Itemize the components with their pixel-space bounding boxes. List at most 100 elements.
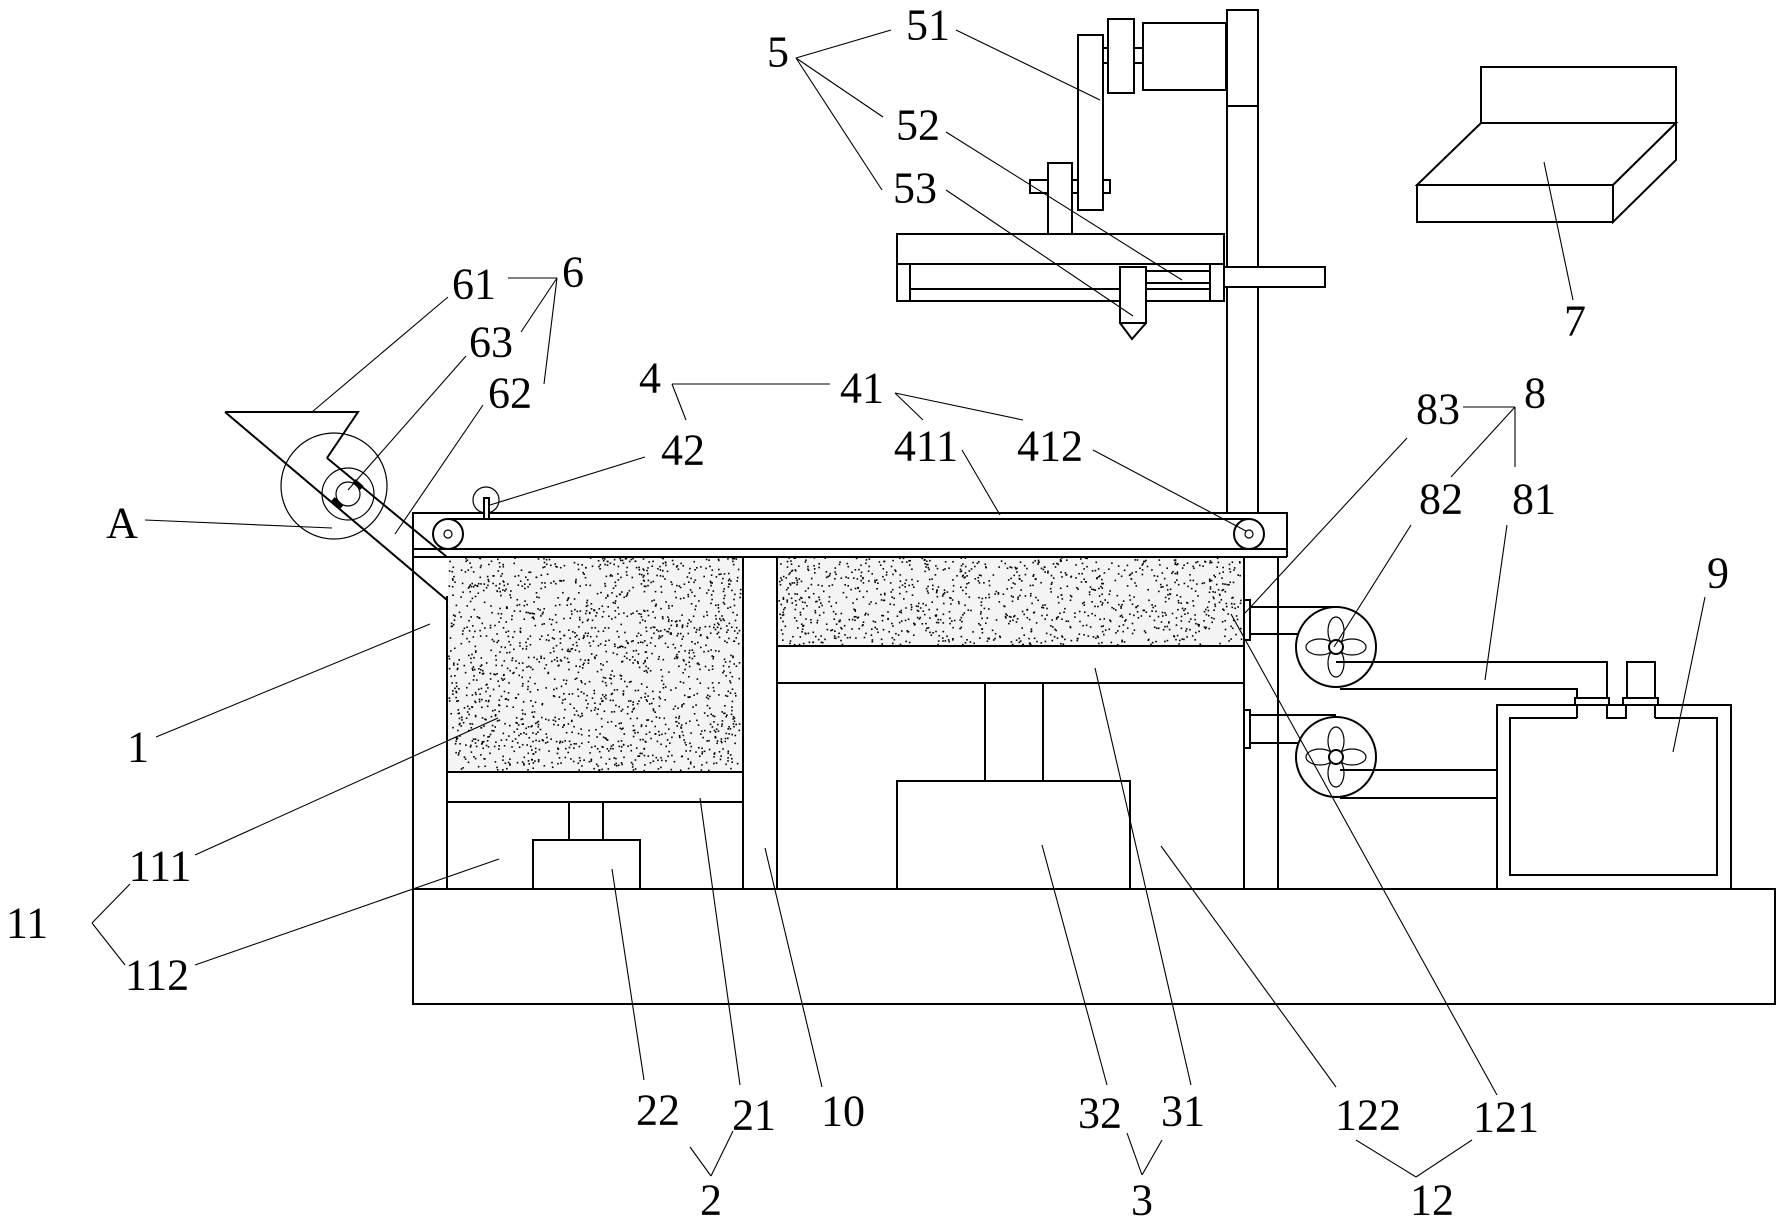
stipple-dot bbox=[1228, 568, 1231, 570]
stipple-dot bbox=[1235, 633, 1237, 636]
stipple-dot bbox=[489, 733, 492, 736]
stipple-dot bbox=[574, 678, 577, 680]
stipple-dot bbox=[921, 623, 924, 625]
stipple-dot bbox=[652, 709, 655, 712]
stipple-dot bbox=[563, 634, 566, 637]
stipple-dot bbox=[531, 616, 534, 619]
stipple-dot bbox=[658, 717, 661, 719]
stipple-dot bbox=[690, 732, 692, 734]
stipple-dot bbox=[674, 647, 677, 649]
stipple-dot bbox=[686, 625, 689, 628]
stipple-dot bbox=[649, 762, 652, 764]
stipple-dot bbox=[628, 700, 630, 702]
stipple-dot bbox=[1176, 563, 1178, 566]
stipple-dot bbox=[615, 757, 617, 760]
stipple-dot bbox=[801, 597, 803, 599]
stipple-dot bbox=[465, 744, 467, 746]
stipple-dot bbox=[652, 698, 655, 700]
stipple-dot bbox=[539, 728, 542, 731]
stipple-dot bbox=[807, 632, 810, 635]
stipple-dot bbox=[947, 639, 950, 641]
stipple-dot bbox=[795, 577, 797, 579]
stipple-dot bbox=[600, 717, 603, 720]
stipple-dot bbox=[728, 733, 730, 735]
stipple-dot bbox=[1089, 626, 1092, 628]
stipple-dot bbox=[1194, 639, 1196, 641]
stipple-dot bbox=[1079, 620, 1081, 623]
stipple-dot bbox=[1044, 604, 1046, 606]
stipple-dot bbox=[534, 624, 537, 627]
stipple-dot bbox=[1024, 573, 1027, 576]
stipple-dot bbox=[1218, 593, 1221, 596]
stipple-dot bbox=[599, 733, 601, 735]
stipple-dot bbox=[969, 641, 972, 643]
stipple-dot bbox=[586, 619, 589, 622]
stipple-dot bbox=[1176, 579, 1178, 581]
stipple-dot bbox=[664, 723, 667, 726]
stipple-dot bbox=[455, 738, 458, 740]
stipple-dot bbox=[480, 657, 483, 659]
stipple-dot bbox=[675, 566, 678, 568]
stipple-dot bbox=[865, 632, 867, 635]
stipple-dot bbox=[694, 579, 697, 581]
stipple-dot bbox=[455, 696, 457, 699]
stipple-dot bbox=[1169, 593, 1172, 596]
stipple-dot bbox=[913, 624, 916, 626]
stipple-dot bbox=[603, 710, 606, 713]
stipple-dot bbox=[1060, 642, 1062, 645]
stipple-dot bbox=[562, 679, 565, 681]
stipple-dot bbox=[494, 714, 497, 716]
stipple-dot bbox=[1044, 618, 1046, 620]
stipple-dot bbox=[664, 732, 667, 735]
stipple-dot bbox=[796, 581, 799, 584]
stipple-dot bbox=[880, 593, 882, 596]
stipple-dot bbox=[729, 728, 732, 730]
stipple-dot bbox=[871, 573, 873, 575]
stipple-dot bbox=[509, 758, 511, 760]
stipple-dot bbox=[483, 583, 486, 585]
stipple-dot bbox=[1083, 601, 1085, 604]
stipple-dot bbox=[530, 745, 532, 748]
stipple-dot bbox=[1016, 567, 1018, 570]
stipple-dot bbox=[1147, 588, 1149, 591]
stipple-dot bbox=[455, 740, 457, 743]
stipple-dot bbox=[848, 618, 851, 621]
stipple-dot bbox=[667, 755, 669, 758]
stipple-dot bbox=[729, 671, 732, 674]
stipple-dot bbox=[696, 678, 699, 680]
stipple-dot bbox=[710, 594, 713, 596]
stipple-dot bbox=[557, 724, 559, 726]
stipple-dot bbox=[1119, 615, 1122, 618]
stipple-dot bbox=[652, 611, 654, 613]
stipple-dot bbox=[663, 628, 666, 631]
stipple-dot bbox=[964, 557, 967, 559]
stipple-dot bbox=[878, 561, 881, 563]
stipple-dot bbox=[500, 677, 503, 680]
stipple-dot bbox=[505, 698, 508, 700]
stipple-dot bbox=[487, 580, 490, 583]
stipple-dot bbox=[641, 752, 643, 755]
label-5: 5 bbox=[767, 28, 789, 77]
stipple-dot bbox=[579, 610, 582, 612]
stipple-dot bbox=[584, 683, 586, 685]
stipple-dot bbox=[489, 678, 492, 680]
stipple-dot bbox=[902, 557, 905, 560]
stipple-dot bbox=[732, 718, 734, 720]
stipple-dot bbox=[682, 672, 684, 674]
stipple-dot bbox=[643, 574, 645, 577]
stipple-dot bbox=[965, 592, 967, 595]
stipple-dot bbox=[640, 583, 643, 585]
stipple-dot bbox=[782, 598, 785, 600]
stipple-dot bbox=[451, 625, 454, 627]
stipple-dot bbox=[1177, 608, 1179, 611]
stipple-dot bbox=[514, 557, 516, 559]
stipple-dot bbox=[889, 603, 892, 605]
stipple-dot bbox=[854, 610, 857, 612]
stipple-dot bbox=[658, 635, 661, 637]
stipple-dot bbox=[541, 716, 543, 719]
stipple-dot bbox=[862, 621, 865, 623]
stipple-dot bbox=[682, 659, 685, 661]
stipple-dot bbox=[675, 716, 677, 719]
stipple-dot bbox=[992, 639, 995, 641]
stipple-dot bbox=[942, 640, 944, 642]
